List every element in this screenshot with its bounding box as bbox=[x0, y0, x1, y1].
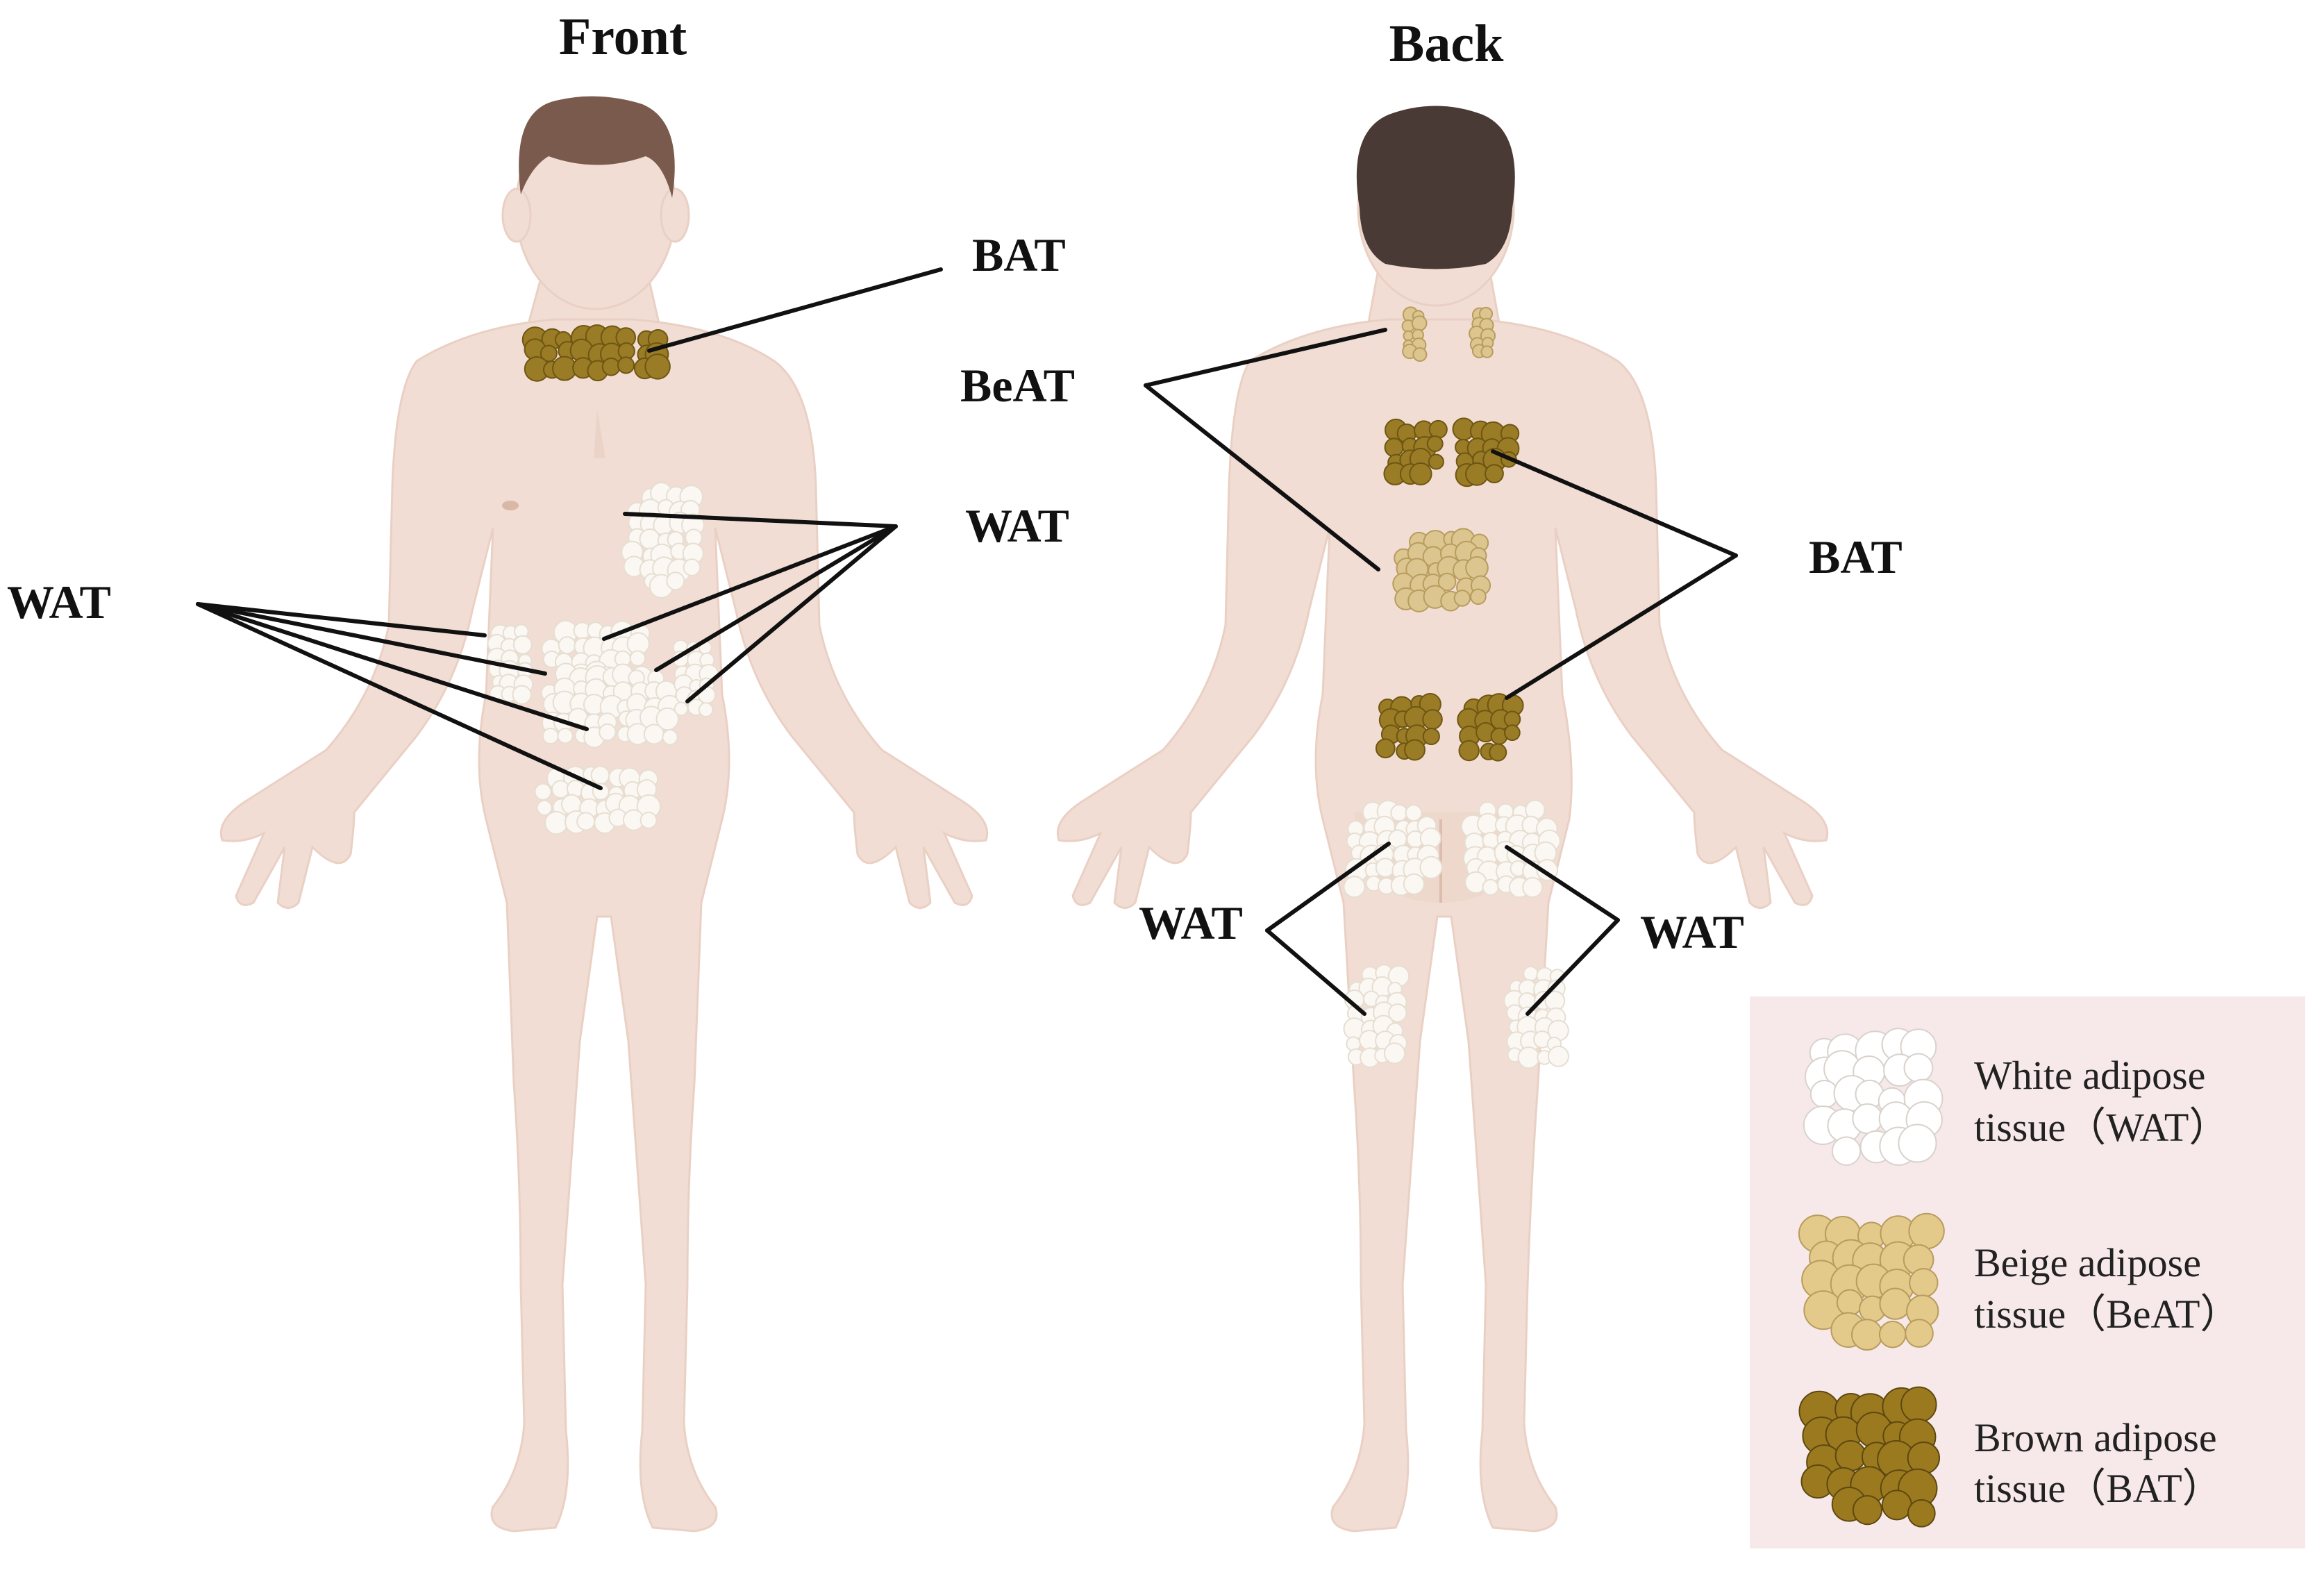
back-upper-bat-deposit-left bbox=[1383, 418, 1448, 486]
back-neck-beat-deposit-left bbox=[1401, 306, 1428, 362]
legend-wat-swatch bbox=[1803, 1028, 1943, 1166]
back-beat-label: BeAT bbox=[960, 359, 1075, 412]
back-leader-lines bbox=[1144, 328, 1738, 1016]
front-upper-abdomen-wat-deposit bbox=[621, 481, 705, 599]
front-wat-right-label: WAT bbox=[965, 499, 1069, 552]
back-bat-label: BAT bbox=[1809, 531, 1903, 583]
front-wat-left-label: WAT bbox=[7, 576, 111, 628]
front-leader-lines bbox=[196, 267, 943, 790]
front-neck-bat-deposit bbox=[521, 324, 671, 382]
front-body-figure bbox=[219, 96, 989, 1533]
back-hair bbox=[1356, 106, 1515, 269]
legend-beat-line2: tissue（BeAT） bbox=[1974, 1292, 2240, 1337]
back-buttock-wat-deposit-left bbox=[1343, 799, 1443, 899]
back-mid-beat-deposit bbox=[1392, 528, 1491, 612]
back-lower-bat-deposit-left bbox=[1375, 693, 1443, 761]
front-right-waist-wat-deposit bbox=[671, 639, 719, 717]
legend-wat-line2: tissue（WAT） bbox=[1974, 1105, 2229, 1150]
legend: White adipose tissue（WAT） Beige adipose … bbox=[1750, 996, 2305, 1548]
front-view-title: Front bbox=[559, 8, 687, 66]
legend-wat-line1: White adipose bbox=[1974, 1053, 2205, 1098]
legend-bat-swatch bbox=[1798, 1386, 1941, 1528]
front-lower-abdomen-wat-deposit bbox=[540, 662, 682, 749]
front-fat-deposits bbox=[486, 324, 719, 835]
legend-bat-line2: tissue（BAT） bbox=[1974, 1466, 2223, 1511]
back-wat-right-label: WAT bbox=[1640, 905, 1744, 958]
legend-beat-line1: Beige adipose bbox=[1974, 1240, 2201, 1285]
back-buttock-wat-deposit-right bbox=[1460, 799, 1561, 899]
front-hair bbox=[519, 96, 675, 198]
back-body-figure bbox=[1056, 106, 1829, 1533]
back-thigh-wat-deposit-left bbox=[1343, 964, 1410, 1069]
front-bat-label: BAT bbox=[972, 228, 1066, 281]
back-lower-bat-deposit-right bbox=[1457, 693, 1524, 762]
back-fat-deposits bbox=[1343, 306, 1569, 1069]
legend-bat-line1: Brown adipose bbox=[1974, 1415, 2217, 1460]
back-view-title: Back bbox=[1389, 15, 1504, 73]
legend-swatches bbox=[1798, 1028, 1945, 1528]
back-neck-beat-deposit-right bbox=[1469, 306, 1496, 358]
back-wat-left-label: WAT bbox=[1139, 896, 1243, 949]
front-groin-wat-deposit bbox=[534, 765, 662, 835]
legend-beat-swatch bbox=[1798, 1212, 1945, 1351]
back-upper-bat-deposit-right bbox=[1452, 417, 1520, 487]
back-thigh-wat-deposit-right bbox=[1503, 965, 1569, 1069]
